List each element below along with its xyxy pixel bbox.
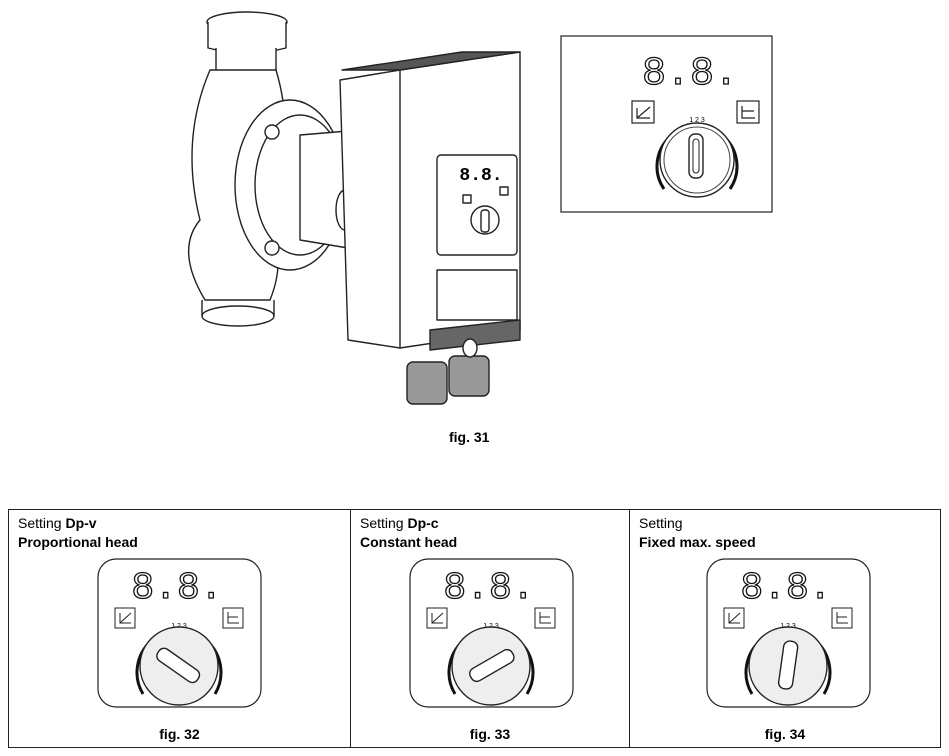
settings-table: Setting Dp-v Proportional head 8.8. 1 2 … [8, 509, 941, 748]
control-panel-fixed-max-speed: 8.8. 1 2 3 [706, 558, 871, 708]
fig33-caption: fig. 33 [469, 726, 511, 742]
fig32-caption: fig. 32 [159, 726, 200, 742]
setting-cell-fixed-max-speed: Setting Fixed max. speed 8.8. 1 2 3 fig.… [629, 510, 940, 747]
cable-gland-left [406, 361, 448, 405]
fig31-caption: fig. 31 [449, 429, 490, 445]
svg-text:8.8.: 8.8. [740, 567, 831, 610]
constant-head-icon [222, 607, 244, 629]
control-panel-inset: 8.8. 1 2 3 [560, 35, 773, 213]
constant-head-icon [534, 607, 556, 629]
setting-cell-dp-v: Setting Dp-v Proportional head 8.8. 1 2 … [9, 510, 350, 747]
inset-speed-marks: 1 2 3 [689, 117, 705, 124]
pump-display-text: 8.8. [459, 166, 502, 186]
constant-head-icon [736, 100, 760, 124]
control-panel-dp-v: 8.8. 1 2 3 [97, 558, 262, 708]
setting-cell-dp-c: Setting Dp-c Constant head 8.8. 1 2 3 fi… [350, 510, 629, 747]
setting-header: Setting Dp-c Constant head [360, 515, 458, 550]
proportional-head-icon [631, 100, 655, 124]
constant-head-icon [831, 607, 853, 629]
heat-sink-fins [341, 51, 521, 71]
setting-header: Setting Dp-v Proportional head [18, 515, 138, 550]
pump-illustration: 8.8. [188, 11, 521, 405]
svg-text:8.8.: 8.8. [443, 567, 534, 610]
setting-header: Setting Fixed max. speed [639, 515, 756, 550]
svg-text:8.8.: 8.8. [131, 567, 222, 610]
control-panel-dp-c: 8.8. 1 2 3 [409, 558, 574, 708]
inset-display: 8.8. [642, 52, 738, 97]
fig34-caption: fig. 34 [764, 726, 806, 742]
pump-control-panel [436, 154, 518, 256]
